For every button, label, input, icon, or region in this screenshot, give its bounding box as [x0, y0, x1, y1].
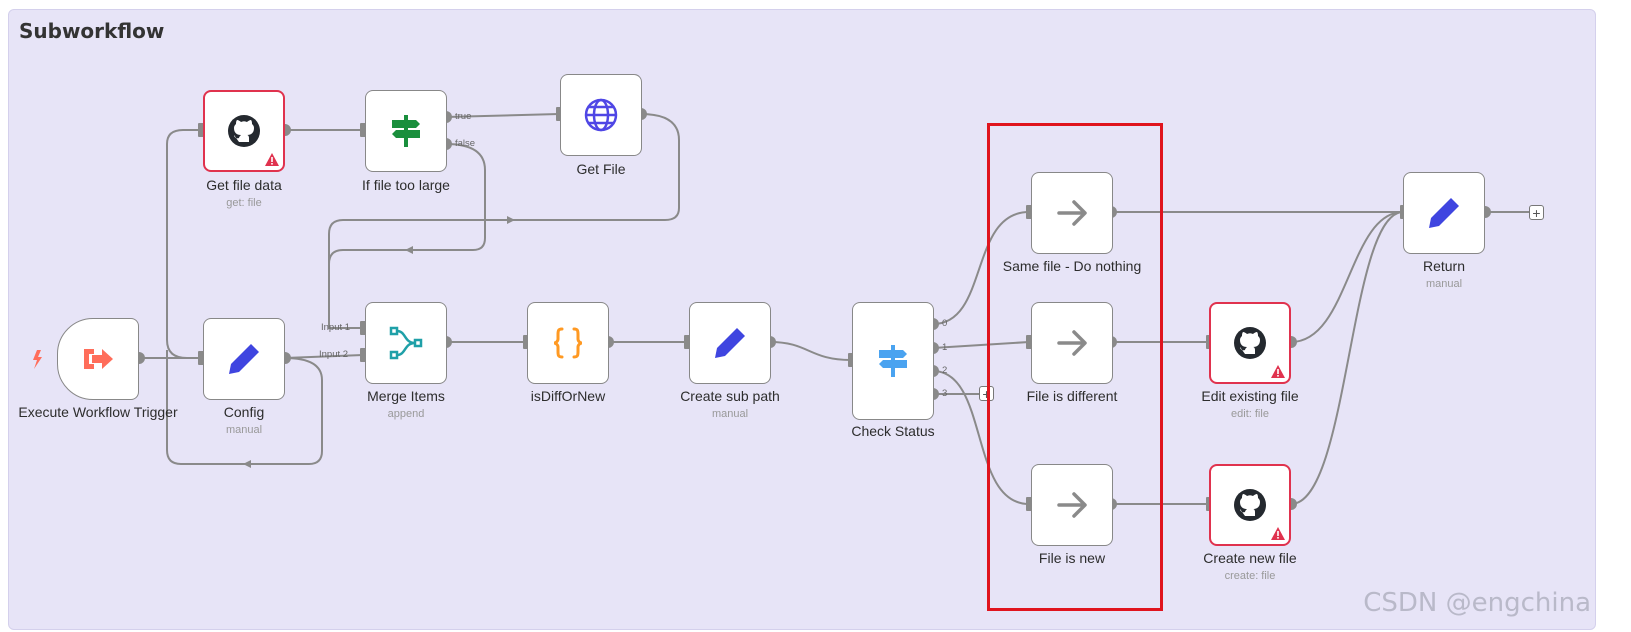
- signpost-icon: [879, 345, 907, 377]
- add-node-button-check-status[interactable]: +: [979, 386, 994, 401]
- node-label-file-different: File is different: [1026, 388, 1118, 404]
- node-label-file-new: File is new: [1038, 550, 1106, 566]
- merge-icon: [389, 326, 423, 360]
- port-label-1: 1: [942, 342, 948, 353]
- workflow-canvas[interactable]: Subworkflow: [8, 9, 1596, 630]
- github-icon: [228, 115, 260, 147]
- port-label-0: 0: [942, 318, 948, 329]
- wire-trigger-getfiledata: [139, 129, 201, 359]
- port-label-input-2: Input 2: [319, 349, 349, 360]
- wire-check1-different: [932, 341, 1030, 349]
- arrow-right-icon: [1057, 200, 1087, 226]
- github-icon: [1234, 327, 1266, 359]
- node-label-edit-existing-file: Edit existing file: [1201, 388, 1299, 404]
- node-sub-merge-items: append: [387, 408, 425, 420]
- node-label-get-file-data: Get file data: [206, 177, 282, 193]
- port-label-true: true: [455, 111, 472, 122]
- pencil-icon: [715, 328, 745, 358]
- node-sub-create-sub-path: manual: [711, 408, 749, 420]
- wire-if-true-getfile: [445, 113, 560, 118]
- wire-if-false-merge: [328, 143, 486, 329]
- node-edit-existing-file[interactable]: [1209, 302, 1291, 384]
- warning-icon: [265, 153, 279, 166]
- node-isdiffornew[interactable]: [527, 302, 609, 384]
- node-create-sub-path[interactable]: [689, 302, 771, 384]
- arrow-right-icon: [1057, 492, 1087, 518]
- port-label-3: 3: [942, 388, 948, 399]
- pencil-icon: [1429, 198, 1459, 228]
- wire-edit-return: [1290, 211, 1404, 343]
- node-label-return: Return: [1422, 258, 1466, 274]
- node-sub-return: manual: [1425, 278, 1463, 290]
- node-same-file-do-nothing[interactable]: [1031, 172, 1113, 254]
- warning-icon: [1271, 365, 1285, 378]
- port-label-false: false: [455, 138, 476, 149]
- watermark: CSDN @engchina: [1363, 588, 1591, 618]
- node-label-trigger: Execute Workflow Trigger: [18, 404, 178, 420]
- wire-config-merge-in2: [284, 354, 364, 359]
- node-config[interactable]: [203, 318, 285, 400]
- wire-createsub-check: [769, 341, 852, 361]
- signpost-icon: [392, 115, 420, 147]
- node-label-config: Config: [223, 404, 265, 420]
- node-file-is-new[interactable]: [1031, 464, 1113, 546]
- workflow-title: Subworkflow: [19, 19, 165, 43]
- node-execute-workflow-trigger[interactable]: [57, 318, 139, 400]
- node-label-create-sub-path: Create sub path: [680, 388, 780, 404]
- node-create-new-file[interactable]: [1209, 464, 1291, 546]
- node-label-check-status: Check Status: [851, 423, 935, 439]
- wire-getfile-merge: [328, 113, 680, 328]
- node-merge-items[interactable]: [365, 302, 447, 384]
- node-sub-get-file-data: get: file: [226, 197, 262, 209]
- node-label-get-file: Get File: [576, 161, 626, 177]
- add-node-button-return[interactable]: +: [1529, 205, 1544, 220]
- globe-icon: [584, 98, 618, 132]
- wire-create-return: [1290, 211, 1404, 505]
- warning-icon: [1271, 527, 1285, 540]
- node-check-status[interactable]: [852, 302, 934, 420]
- port-label-2: 2: [942, 365, 948, 376]
- node-sub-config: manual: [225, 424, 263, 436]
- port-label-input-1: Input 1: [321, 322, 351, 333]
- trigger-bolt-icon: [33, 350, 42, 369]
- node-if-file-too-large[interactable]: [365, 90, 447, 172]
- node-get-file-data[interactable]: [203, 90, 285, 172]
- code-braces-icon: [553, 327, 583, 359]
- node-sub-create-new-file: create: file: [1224, 570, 1276, 582]
- node-file-is-different[interactable]: [1031, 302, 1113, 384]
- wire-check2-new: [932, 370, 1030, 505]
- sign-out-icon: [84, 349, 113, 369]
- arrow-right-icon: [1057, 330, 1087, 356]
- node-label-create-new-file: Create new file: [1203, 550, 1297, 566]
- node-sub-edit-existing-file: edit: file: [1231, 408, 1269, 420]
- wire-config-loop: [166, 350, 323, 465]
- node-return[interactable]: [1403, 172, 1485, 254]
- node-get-file[interactable]: [560, 74, 642, 156]
- annotation-highlight-box: [987, 123, 1163, 611]
- pencil-icon: [229, 344, 259, 374]
- node-label-if-file-too-large: If file too large: [362, 177, 450, 193]
- wire-check0-same: [932, 211, 1030, 325]
- github-icon: [1234, 489, 1266, 521]
- node-label-merge-items: Merge Items: [367, 388, 445, 404]
- node-label-isdiffornew: isDiffOrNew: [530, 388, 606, 404]
- node-label-same-file: Same file - Do nothing: [1002, 258, 1142, 274]
